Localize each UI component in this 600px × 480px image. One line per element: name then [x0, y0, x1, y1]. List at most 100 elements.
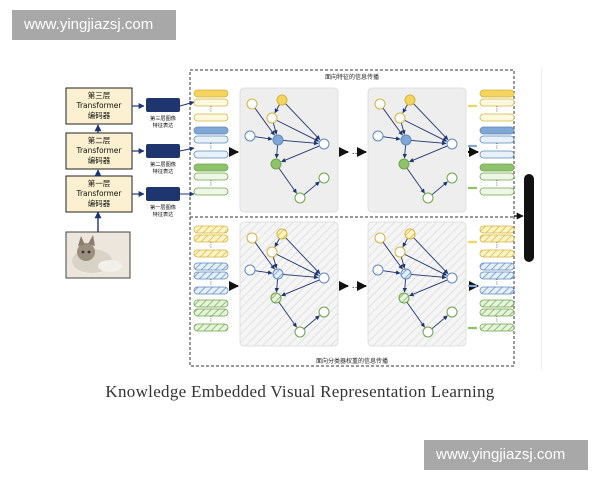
watermark-top: www.yingjiazsj.com [12, 10, 176, 40]
graph-edge [254, 270, 273, 275]
graph-node-g [294, 326, 306, 338]
token-ellipsis: ⋮ [494, 105, 501, 113]
graph-edge [276, 119, 320, 142]
graph-edge [402, 278, 408, 293]
graph-edge [406, 301, 425, 328]
graph-edge [413, 103, 449, 140]
graph-node-g [270, 292, 282, 304]
graph-panel-top-1 [239, 87, 339, 213]
token-b [479, 262, 515, 271]
graph-edge [382, 107, 403, 136]
token-ellipsis: ⋮ [494, 315, 501, 323]
token-g [479, 172, 515, 181]
token-y [479, 89, 515, 98]
graph-edge [272, 122, 278, 135]
graph-node-y [266, 246, 278, 258]
graph-edge [410, 273, 447, 280]
graph-edge [303, 181, 320, 196]
graph-node-y [404, 228, 416, 240]
graph-node-b [272, 268, 284, 280]
token-b [479, 271, 515, 280]
graph-edge [281, 279, 320, 297]
graph-edge [281, 145, 320, 163]
graph-node-b [446, 138, 458, 150]
token-stack-top-input: ⋮ ⋮ ⋮ [193, 89, 229, 196]
token-b [479, 126, 515, 135]
graph-node-g [294, 192, 306, 204]
token-g [193, 323, 229, 332]
graph-node-g [398, 292, 410, 304]
token-b [479, 150, 515, 159]
graph-edge [274, 104, 280, 114]
graph-edge [382, 270, 401, 275]
token-ellipsis: ⋮ [208, 241, 215, 249]
token-b [193, 271, 229, 280]
graph-node-b [400, 268, 412, 280]
graph-edge [282, 273, 319, 280]
panel-bg [239, 221, 339, 347]
feature2-to-stack-arrow [179, 146, 195, 152]
svg-text:Transformer: Transformer [75, 189, 122, 198]
svg-text:特征表达: 特征表达 [153, 167, 174, 175]
token-ellipsis: ⋮ [494, 179, 501, 187]
graph-edge [431, 181, 448, 196]
svg-text:编码器: 编码器 [88, 155, 111, 165]
graph-edge [276, 253, 320, 276]
graph-edge [402, 104, 408, 114]
graph-edge [278, 167, 297, 194]
graph-panel-top-2 [367, 87, 467, 213]
feature-box-3: 第三层图像 特征表达 [132, 98, 180, 129]
panel-bg [367, 221, 467, 347]
graph-node-g [422, 326, 434, 338]
graph-edge [382, 241, 403, 270]
token-g [193, 308, 229, 317]
feature-box-1: 第一层图像 特征表达 [132, 187, 180, 218]
token-ellipsis: ⋮ [208, 179, 215, 187]
bottom-section-title: 面向分类器权重的信息传播 [316, 357, 388, 365]
graph-edge [404, 119, 448, 142]
graph-node-g [270, 158, 282, 170]
graph-node-y [276, 94, 288, 106]
token-g [193, 187, 229, 196]
graph-node-y [374, 98, 386, 110]
svg-text:特征表达: 特征表达 [153, 121, 174, 129]
graph-edge [285, 103, 321, 140]
token-ellipsis: ⋮ [208, 142, 215, 150]
graph-edge [400, 256, 406, 269]
svg-text:特征表达: 特征表达 [153, 210, 174, 218]
token-ellipsis: ⋮ [208, 315, 215, 323]
graph-edge [272, 256, 278, 269]
graph-node-y [246, 232, 258, 244]
token-g [479, 299, 515, 308]
graph-node-g [318, 172, 330, 184]
graph-edge [274, 278, 280, 293]
graph-node-y [404, 94, 416, 106]
token-ellipsis: ⋮ [494, 241, 501, 249]
svg-text:第二层图像: 第二层图像 [150, 160, 177, 168]
graph-node-y [266, 112, 278, 124]
token-y [193, 89, 229, 98]
graph-node-y [276, 228, 288, 240]
graph-edge [254, 136, 273, 141]
token-y [193, 225, 229, 234]
token-ellipsis: ⋮ [208, 105, 215, 113]
graph-edge [278, 301, 297, 328]
svg-text:第三层图像: 第三层图像 [150, 114, 177, 122]
graph-edge [254, 107, 275, 136]
graph-edge [400, 122, 406, 135]
graph-node-b [244, 130, 256, 142]
graph-node-y [374, 232, 386, 244]
top-section-title: 面向特征的信息传播 [325, 73, 379, 81]
graph-node-g [446, 306, 458, 318]
graph-node-b [318, 272, 330, 284]
output-bar [524, 174, 534, 262]
graph-edge [254, 241, 275, 270]
graph-node-g [318, 306, 330, 318]
svg-text:第三层: 第三层 [88, 90, 111, 100]
token-y [193, 249, 229, 258]
graph-edge [413, 237, 449, 274]
graph-node-g [398, 158, 410, 170]
panel-bg [239, 87, 339, 213]
flow-arrows: ...... [229, 104, 479, 330]
token-y [193, 113, 229, 122]
